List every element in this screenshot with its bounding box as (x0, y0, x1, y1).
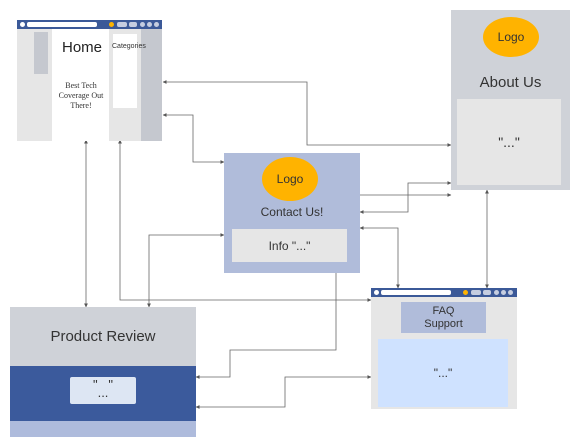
product-title: Product Review (50, 328, 156, 345)
about-logo: Logo (483, 17, 539, 57)
browser-dot (508, 290, 513, 295)
browser-dot (154, 22, 159, 27)
product-page[interactable]: Product Review " " ... (10, 307, 196, 437)
browser-tab (129, 22, 137, 27)
faq-page[interactable]: FAQ Support "..." (371, 288, 517, 409)
browser-tab (483, 290, 491, 295)
link-product-faq (195, 375, 372, 409)
product-quote-box: " " ... (70, 377, 136, 404)
browser-bar (17, 20, 162, 29)
contact-logo: Logo (262, 157, 318, 201)
browser-icon (109, 22, 114, 27)
link-contact-faq (359, 226, 400, 289)
about-title: About Us (479, 73, 542, 91)
main-content (52, 29, 109, 141)
faq-title-box: FAQ Support (401, 302, 486, 333)
categories-panel[interactable] (113, 34, 137, 108)
browser-tab (471, 290, 481, 295)
browser-dot (501, 290, 506, 295)
address-bar[interactable] (381, 290, 451, 295)
browser-dot (147, 22, 152, 27)
faq-body: "..." (378, 339, 508, 407)
left-ad-block (34, 32, 48, 74)
categories-label[interactable]: Categories (112, 43, 146, 50)
browser-dot (374, 290, 379, 295)
contact-page[interactable]: Logo Contact Us! Info "..." (224, 153, 360, 273)
link-home-contact (162, 113, 225, 164)
browser-dot (494, 290, 499, 295)
product-quote-marks: " " (92, 376, 114, 392)
product-quote-dots: ... (97, 384, 109, 400)
contact-title: Contact Us! (260, 205, 324, 219)
faq-title-line2: Support (424, 317, 463, 330)
right-edge-column (141, 29, 162, 141)
address-bar[interactable] (27, 22, 97, 27)
home-tagline: Best Tech Coverage Out There! (58, 81, 104, 110)
browser-dot (140, 22, 145, 27)
home-title: Home (61, 38, 102, 56)
about-body: "..." (457, 99, 561, 185)
browser-dot (20, 22, 25, 27)
browser-tab (117, 22, 127, 27)
browser-icon (463, 290, 468, 295)
link-contact-product (147, 233, 225, 308)
about-page[interactable]: Logo About Us "..." (451, 10, 570, 190)
link-home-about (162, 80, 452, 147)
home-page[interactable]: Home Categories Best Tech Coverage Out T… (17, 20, 162, 141)
product-footer (10, 421, 196, 437)
faq-title-line1: FAQ (432, 304, 455, 317)
link-about-contact (359, 181, 452, 214)
contact-info: Info "..." (232, 229, 347, 262)
browser-bar (371, 288, 517, 297)
product-header: Product Review (10, 307, 196, 366)
